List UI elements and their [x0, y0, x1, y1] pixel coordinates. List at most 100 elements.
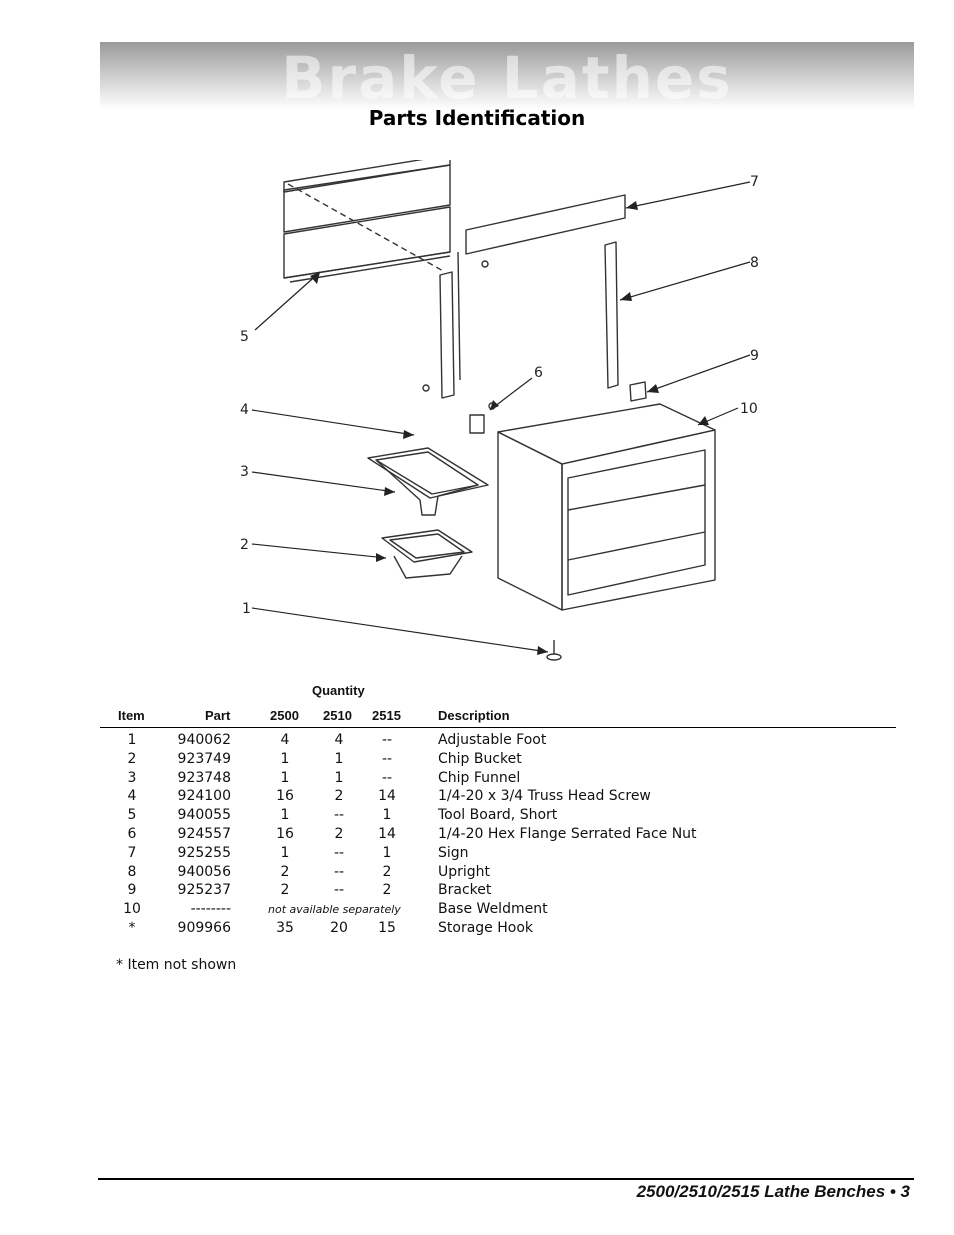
callout-10: 10: [740, 401, 758, 417]
table-row: 10 -------- not available separately Bas…: [100, 901, 896, 920]
cell-description: Adjustable Foot: [438, 732, 547, 748]
cell-qty-2515: 14: [378, 788, 396, 805]
cell-item: *: [128, 919, 136, 936]
cell-qty-2515: 1: [382, 844, 392, 861]
chip-funnel-part: [367, 447, 489, 516]
cell-part: 924557: [177, 825, 231, 842]
cell-description: Tool Board, Short: [438, 807, 558, 824]
cell-part: 909966: [177, 919, 231, 936]
callout-5: 5: [240, 329, 249, 345]
cell-part: 923749: [177, 750, 231, 767]
sign-part: [465, 194, 626, 255]
cell-qty-2515: 1: [382, 807, 392, 824]
cell-part: 925255: [177, 844, 231, 861]
header-2500: 2500: [270, 708, 299, 723]
cell-item: 6: [127, 825, 137, 842]
cell-part: 940062: [177, 732, 231, 748]
cell-qty-2500: 16: [276, 788, 294, 805]
cell-availability: not available separately: [268, 903, 401, 917]
cell-qty-2500: 2: [280, 863, 290, 880]
cell-item: 10: [123, 901, 141, 918]
header-description: Description: [438, 708, 510, 723]
cell-description: Upright: [438, 863, 491, 880]
callout-8: 8: [750, 255, 759, 271]
cell-qty-2500: 1: [280, 750, 290, 767]
cell-qty-2500: 1: [280, 844, 290, 861]
cell-description: 1/4-20 x 3/4 Truss Head Screw: [438, 788, 651, 805]
cell-part: 925237: [177, 882, 231, 899]
header-2515: 2515: [372, 708, 401, 723]
footer-page-label: 2500/2510/2515 Lathe Benches • 3: [636, 1182, 910, 1201]
table-row: 1 940062 4 4 -- Adjustable Foot: [100, 732, 896, 751]
cell-qty-2500: 4: [280, 732, 290, 748]
upright-part: [604, 241, 619, 389]
cell-qty-2510: 1: [334, 750, 344, 767]
tool-board-part: [283, 160, 451, 283]
callout-1: 1: [242, 601, 251, 617]
callout-7: 7: [750, 174, 759, 190]
cell-item: 5: [127, 807, 137, 824]
diagram-drawing: 1 2 3 4 5 6 7 8 9 10: [240, 160, 759, 661]
bracket-part: [629, 381, 647, 402]
cell-qty-2510: --: [333, 807, 345, 824]
cell-part: --------: [190, 901, 231, 918]
cell-item: 4: [127, 788, 137, 805]
exploded-parts-diagram: 1 2 3 4 5 6 7 8 9 10: [200, 160, 800, 670]
cell-qty-2500: 16: [276, 825, 294, 842]
callout-6: 6: [534, 365, 543, 381]
table-row: 3 923748 1 1 -- Chip Funnel: [100, 770, 896, 789]
cell-qty-2500: 2: [280, 882, 290, 899]
cell-description: Chip Funnel: [438, 769, 521, 786]
header-banner: Brake Lathes: [100, 42, 914, 110]
cell-qty-2515: 14: [378, 825, 396, 842]
cell-description: Base Weldment: [438, 901, 548, 918]
table-row: 7 925255 1 -- 1 Sign: [100, 845, 896, 864]
cell-qty-2510: 2: [334, 788, 344, 805]
cell-item: 3: [127, 769, 137, 786]
callout-4: 4: [240, 402, 249, 418]
cell-description: 1/4-20 Hex Flange Serrated Face Nut: [438, 825, 697, 842]
cell-item: 9: [127, 882, 137, 899]
cell-description: Chip Bucket: [438, 750, 522, 767]
cell-item: 7: [127, 844, 137, 861]
quantity-header: Quantity: [312, 683, 365, 698]
cell-qty-2510: --: [333, 882, 345, 899]
cell-part: 940056: [177, 863, 231, 880]
cell-item: 2: [127, 750, 137, 767]
callout-3: 3: [240, 464, 249, 480]
cell-qty-2515: --: [381, 769, 393, 786]
cell-item: 8: [127, 863, 137, 880]
cell-qty-2510: 20: [330, 919, 348, 936]
table-row: 9 925237 2 -- 2 Bracket: [100, 882, 896, 901]
cell-qty-2500: 35: [276, 919, 294, 936]
parts-table-body: 1 940062 4 4 -- Adjustable Foot 2 923749…: [100, 732, 896, 939]
header-item: Item: [118, 708, 145, 723]
base-weldment-part: [497, 403, 716, 611]
cell-qty-2510: 4: [334, 732, 344, 748]
cell-qty-2515: 2: [382, 882, 392, 899]
table-row: * 909966 35 20 15 Storage Hook: [100, 920, 896, 939]
cell-qty-2500: 1: [280, 769, 290, 786]
footer-divider: [98, 1178, 914, 1180]
header-part: Part: [205, 708, 231, 723]
cell-item: 1: [127, 732, 137, 748]
cell-qty-2510: 2: [334, 825, 344, 842]
cell-part: 923748: [177, 769, 231, 786]
callout-9: 9: [750, 348, 759, 364]
cell-qty-2510: --: [333, 844, 345, 861]
cell-qty-2515: 15: [378, 919, 396, 936]
cell-qty-2510: --: [333, 863, 345, 880]
table-header: Item Part 2500 2510 2515 Description: [100, 706, 896, 728]
table-row: 4 924100 16 2 14 1/4-20 x 3/4 Truss Head…: [100, 788, 896, 807]
cell-qty-2510: 1: [334, 769, 344, 786]
cell-qty-2515: 2: [382, 863, 392, 880]
cell-description: Sign: [438, 844, 469, 861]
table-row: 8 940056 2 -- 2 Upright: [100, 864, 896, 883]
header-2510: 2510: [323, 708, 352, 723]
table-row: 2 923749 1 1 -- Chip Bucket: [100, 751, 896, 770]
table-row: 5 940055 1 -- 1 Tool Board, Short: [100, 807, 896, 826]
table-row: 6 924557 16 2 14 1/4-20 Hex Flange Serra…: [100, 826, 896, 845]
cell-qty-2515: --: [381, 750, 393, 767]
cell-description: Bracket: [438, 882, 492, 899]
callout-2: 2: [240, 537, 249, 553]
